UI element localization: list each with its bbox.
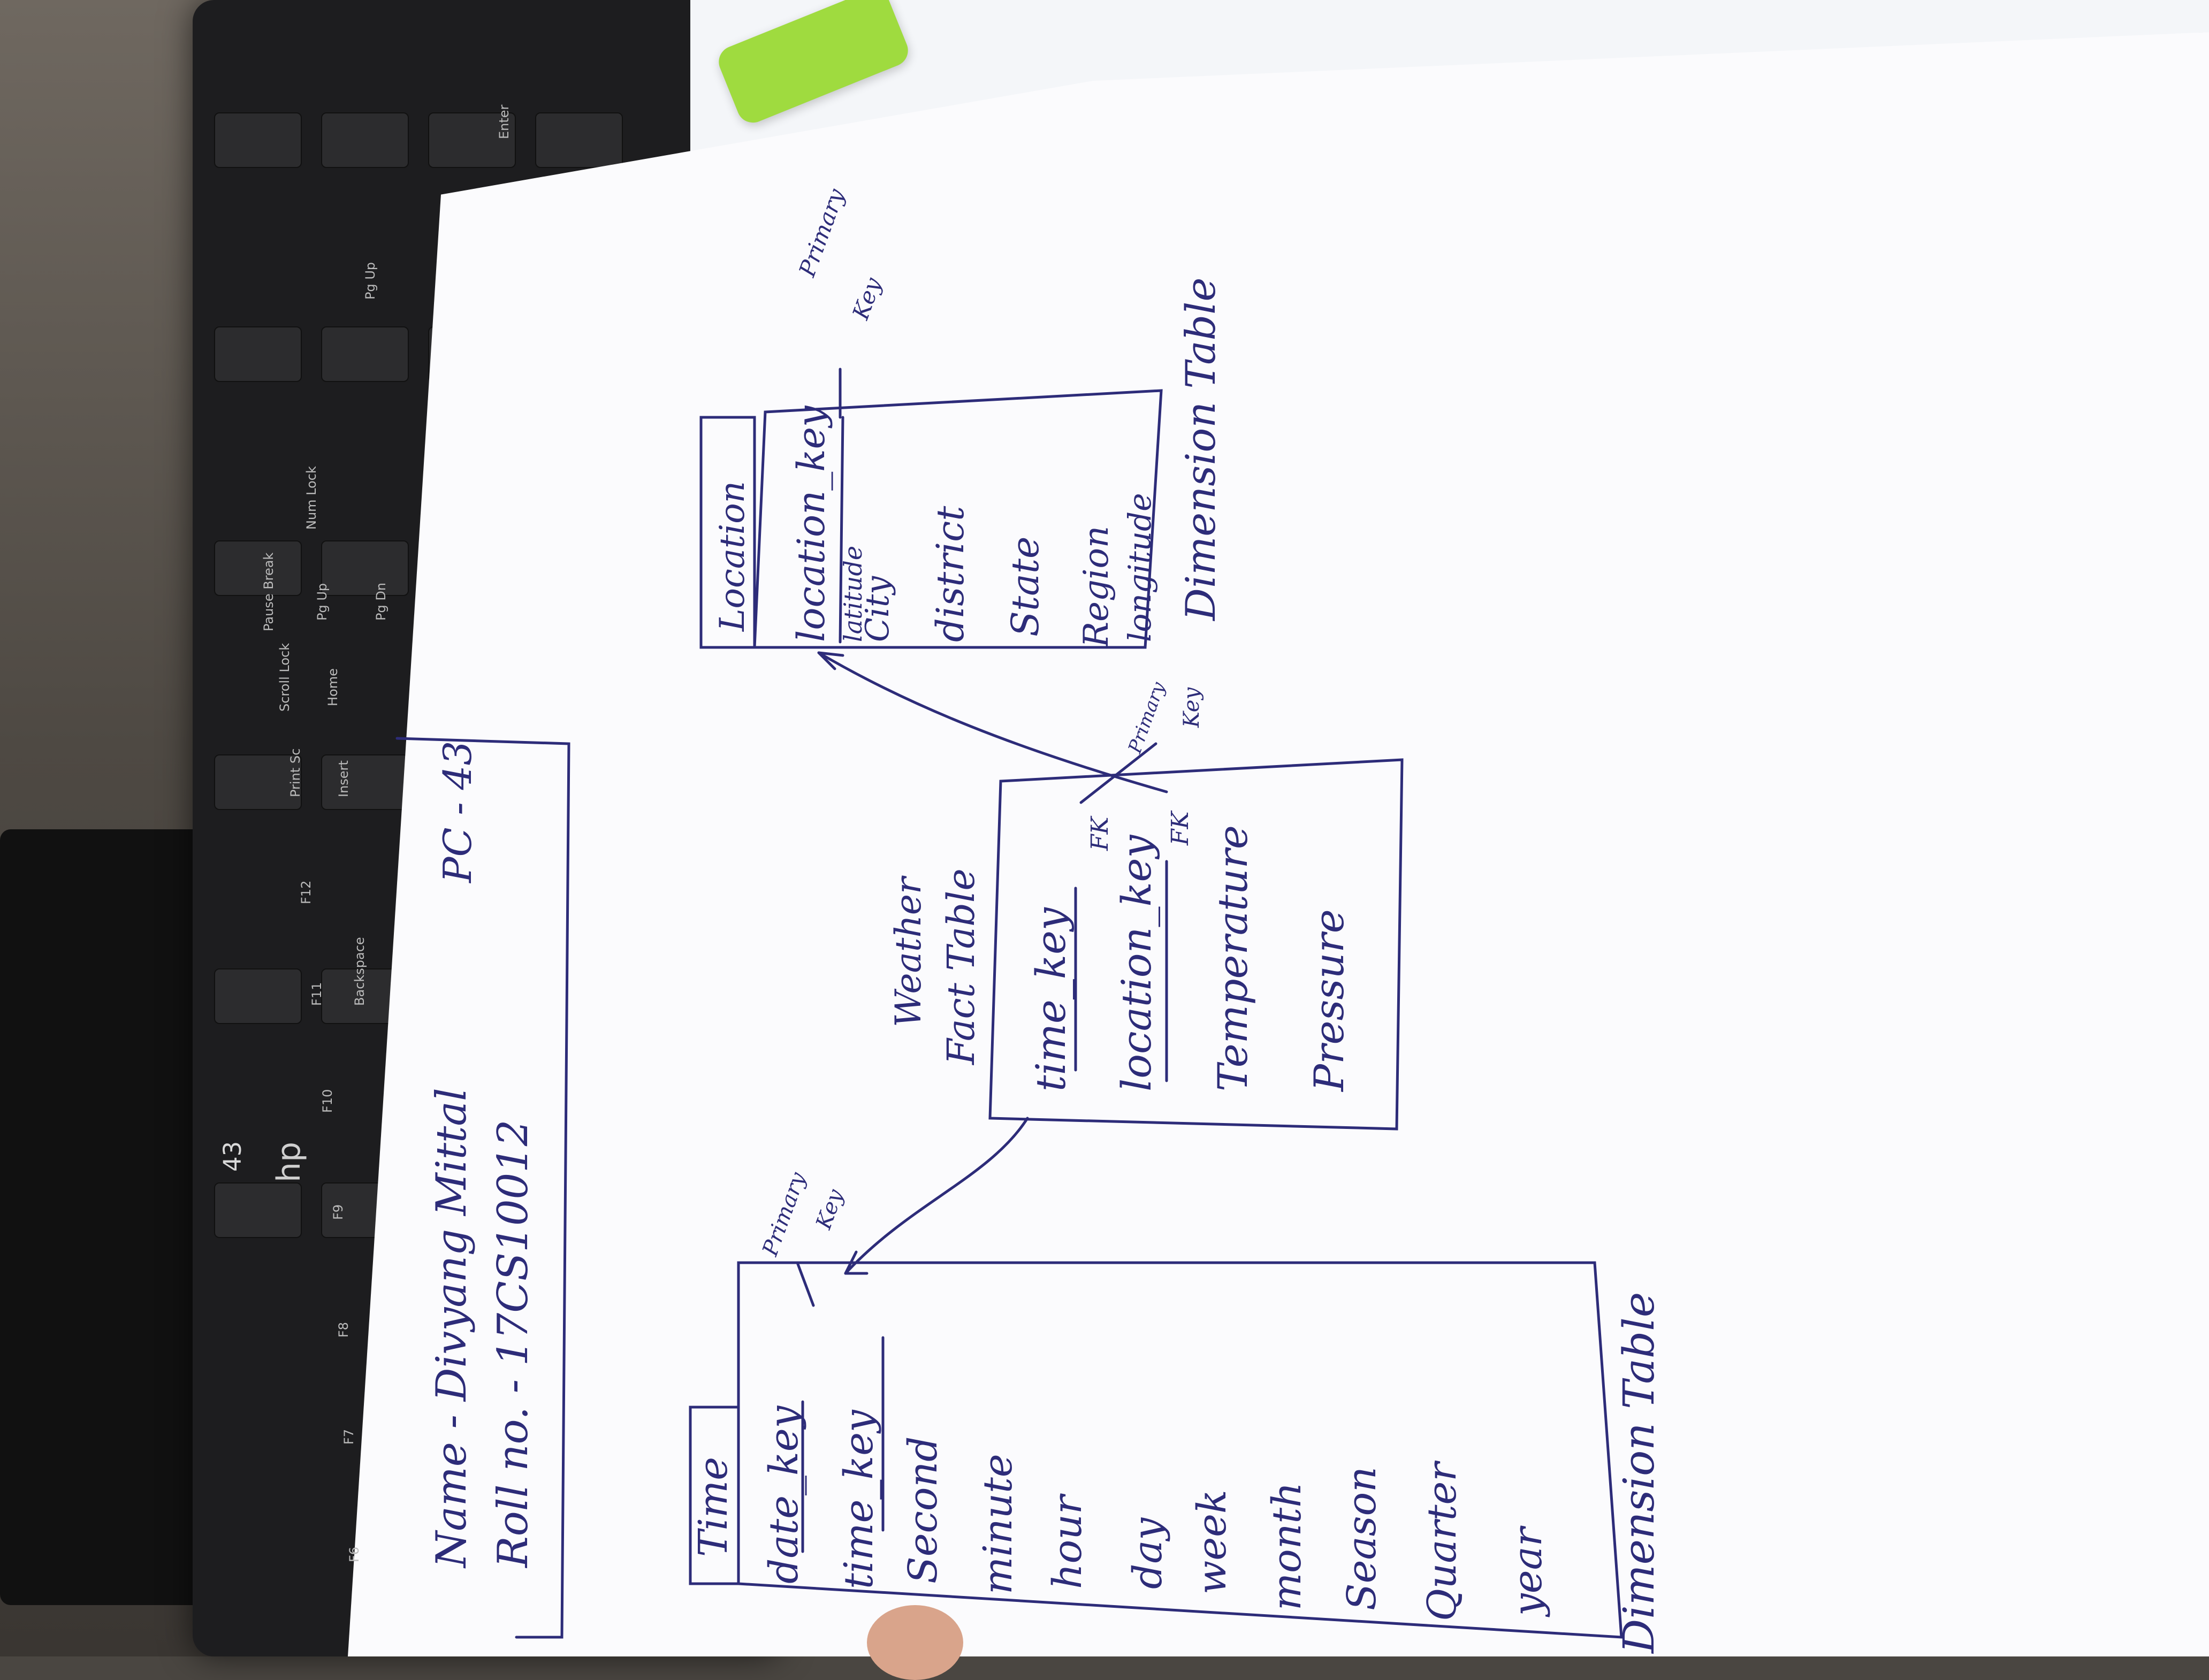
key-label-f6: F6 xyxy=(347,1547,362,1562)
key xyxy=(428,112,516,168)
time-field: month xyxy=(1264,1482,1310,1610)
location-field: City xyxy=(859,576,896,642)
time-key-label: Key xyxy=(811,1186,849,1233)
header-roll: Roll no. - 17CS10012 xyxy=(489,1120,537,1569)
key xyxy=(214,326,302,382)
time-title: Time xyxy=(690,1457,736,1557)
fact-title-1: Weather xyxy=(888,875,929,1027)
time-field: Quarter xyxy=(1419,1460,1465,1621)
time-primary-label: Primary xyxy=(758,1169,811,1260)
fact-field: Pressure xyxy=(1305,909,1353,1093)
time-caption: Dimension Table xyxy=(1614,1292,1664,1654)
key-label-pause: Pause Break xyxy=(261,553,276,631)
key-label-f12: F12 xyxy=(299,881,314,904)
location-field: longitude xyxy=(1122,493,1158,642)
key xyxy=(321,754,409,810)
fact-fk-label: FK xyxy=(1086,815,1114,851)
header-name: Name - Divyang Mittal xyxy=(428,1088,476,1569)
fact-key-label: Key xyxy=(1179,687,1204,728)
pointer-line xyxy=(796,1261,815,1307)
key-label-backspace: Backspace xyxy=(352,937,367,1006)
keyboard-row xyxy=(214,107,749,171)
location-field: Region xyxy=(1077,526,1116,648)
key xyxy=(214,968,302,1024)
location-table-box xyxy=(753,389,1163,649)
primary-key-underline xyxy=(839,416,844,644)
key-label-pg-up-numpad: Pg Up xyxy=(363,262,378,300)
location-field: location_key xyxy=(789,405,833,642)
relation-arrow-time xyxy=(844,1117,1029,1275)
key-label-pg-up: Pg Up xyxy=(315,583,330,621)
location-key-label: Key xyxy=(847,273,887,323)
time-field: Season xyxy=(1339,1467,1385,1610)
key-label-home: Home xyxy=(325,668,340,706)
fact-field: location_key xyxy=(1113,834,1160,1091)
key-label-num-lock: Num Lock xyxy=(304,466,319,530)
time-field: date_key xyxy=(761,1405,807,1584)
arrowhead xyxy=(817,651,844,670)
key-label-pg-dn: Pg Dn xyxy=(374,583,389,621)
key-label-f11: F11 xyxy=(309,982,324,1006)
pointer-line xyxy=(1079,742,1157,804)
time-field: week xyxy=(1189,1490,1235,1594)
location-title-box xyxy=(699,416,756,649)
key xyxy=(321,112,409,168)
key-label-enter: Enter xyxy=(497,104,512,139)
time-field: day xyxy=(1125,1517,1171,1589)
hp-logo: hp xyxy=(270,1142,308,1182)
location-field: latitude xyxy=(839,546,867,642)
location-field: State xyxy=(1003,537,1047,637)
fact-field: time_key xyxy=(1027,907,1075,1091)
time-field: minute xyxy=(975,1454,1021,1594)
time-field: Second xyxy=(900,1436,946,1584)
fact-title-2: Fact Table xyxy=(939,868,983,1066)
location-field: district xyxy=(928,506,972,642)
key-label-f10: F10 xyxy=(320,1089,335,1113)
key-label-f7: F7 xyxy=(341,1429,356,1445)
key xyxy=(321,326,409,382)
location-caption: Dimension Table xyxy=(1177,278,1224,622)
key xyxy=(535,112,623,168)
fact-fk-label: FK xyxy=(1167,810,1194,846)
time-field: time_key xyxy=(836,1409,882,1589)
fact-field: Temperature xyxy=(1209,825,1256,1091)
fact-table-box xyxy=(988,758,1404,1131)
key xyxy=(321,540,409,596)
arrowhead xyxy=(844,1250,869,1275)
key-label-print-screen: Print Sc xyxy=(288,749,303,797)
paper-sheet xyxy=(348,32,2209,1656)
pc-tag: 43 xyxy=(218,1141,247,1172)
fact-primary-label: Primary xyxy=(1124,679,1170,757)
key xyxy=(214,754,302,810)
key xyxy=(214,112,302,168)
key xyxy=(214,540,302,596)
location-title: Location xyxy=(713,481,752,632)
relation-arrow-location xyxy=(817,651,1168,793)
key-label-f8: F8 xyxy=(336,1322,351,1338)
key-label-insert: Insert xyxy=(336,760,351,797)
location-primary-label: Primary xyxy=(794,185,850,280)
key-label-f9: F9 xyxy=(331,1204,346,1220)
key-label-scroll-lock: Scroll Lock xyxy=(277,643,292,712)
time-table-box xyxy=(737,1261,1623,1639)
header-box xyxy=(395,737,570,1639)
time-field: hour xyxy=(1045,1493,1091,1589)
time-field: year xyxy=(1505,1525,1551,1617)
key xyxy=(214,1182,302,1238)
header-pc: PC - 43 xyxy=(435,741,480,884)
